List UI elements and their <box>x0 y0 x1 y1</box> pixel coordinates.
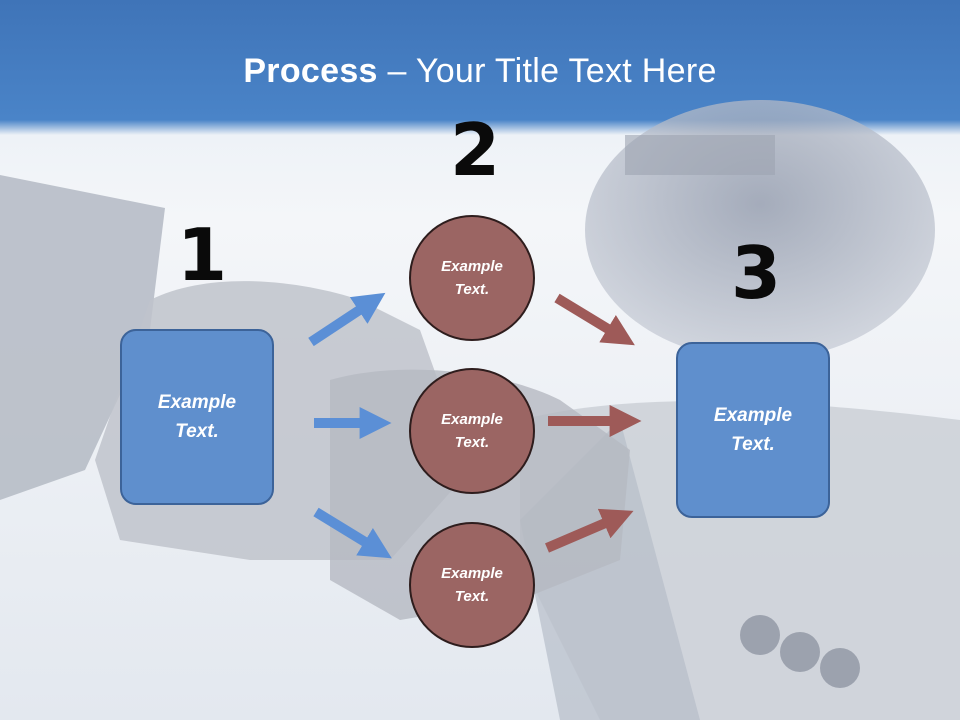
arrow-circle3-to-box3 <box>545 508 634 553</box>
circle-2-text-line2: Text. <box>454 434 490 451</box>
step-3-text-line1: Example <box>713 405 793 426</box>
step-2-circle-top: Example Text. <box>409 215 535 341</box>
arrow-box1-to-circle3 <box>313 507 392 559</box>
arrow-box1-to-circle1 <box>308 292 386 347</box>
step-1-text-line1: Example <box>157 392 237 413</box>
title-rest: – Your Title Text Here <box>377 52 717 90</box>
arrow-circle1-to-box3 <box>554 293 635 346</box>
circle-1-text-line2: Text. <box>454 281 490 298</box>
step-2-circle-bottom: Example Text. <box>409 522 535 648</box>
step-3-text-line2: Text. <box>731 434 775 455</box>
circle-1-text-line1: Example <box>441 258 503 275</box>
step-number-2: 2 <box>450 108 501 192</box>
step-number-3: 3 <box>731 231 782 315</box>
circle-3-text-line2: Text. <box>454 588 490 605</box>
step-2-circle-middle: Example Text. <box>409 368 535 494</box>
circle-2-text-line1: Example <box>441 411 503 428</box>
step-3-box: Example Text. <box>676 342 830 518</box>
title-bold: Process <box>243 52 378 90</box>
step-1-box: Example Text. <box>120 329 274 505</box>
step-1-text-line2: Text. <box>175 421 219 442</box>
step-number-1: 1 <box>177 213 228 297</box>
slide-title: Process – Your Title Text Here <box>0 52 960 91</box>
circle-3-text-line1: Example <box>441 565 503 582</box>
